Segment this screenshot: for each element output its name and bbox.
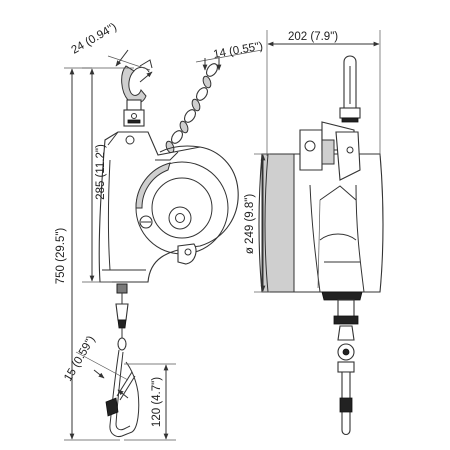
- label-snap-hook-width: 15 (0.59"): [62, 334, 98, 384]
- label-hook-width: 24 (0.94"): [70, 21, 120, 57]
- side-housing: [258, 121, 384, 293]
- label-drum-diameter: ø 249 (9.8"): [244, 194, 256, 255]
- front-cable: [115, 283, 129, 351]
- dimension-lines: [64, 30, 381, 441]
- label-snap-hook-length: 120 (4.7"): [151, 377, 163, 427]
- side-top-eye: [339, 55, 361, 123]
- top-hook: [121, 59, 153, 127]
- balancer-housing: [98, 131, 239, 283]
- front-view: [98, 59, 239, 437]
- label-total-length: 750 (29.5"): [55, 228, 67, 285]
- side-view: [258, 55, 384, 436]
- label-upper-height: 285 (11.2"): [95, 144, 107, 200]
- safety-chain: [165, 63, 219, 154]
- label-chain-link: 14 (0.55"): [212, 40, 264, 61]
- label-depth: 202 (7.9"): [288, 31, 338, 43]
- side-bottom: [321, 291, 363, 436]
